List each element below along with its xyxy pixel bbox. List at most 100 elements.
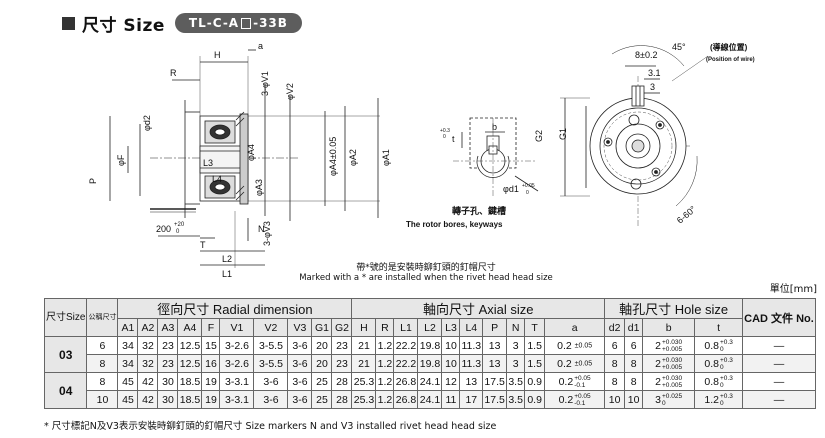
- cell-A2: 32: [137, 354, 159, 373]
- cell-H: 21: [351, 354, 377, 373]
- cell-L1: 22.2: [393, 354, 419, 373]
- rivet-note: 帶*號的是安裝時鉚釘頭的釘帽尺寸 Marked with a * are ins…: [296, 260, 556, 283]
- cell-A1: 45: [117, 372, 139, 391]
- label-a: a: [258, 41, 263, 51]
- col-a: a: [544, 318, 606, 337]
- col-A1: A1: [117, 318, 139, 337]
- cell-G2: 23: [331, 354, 353, 373]
- label-tol200: +20: [174, 222, 185, 228]
- cell-L3: 10: [441, 336, 461, 355]
- cell-A4: 18.5: [177, 390, 203, 409]
- cell-A1: 34: [117, 336, 139, 355]
- hdr-model: 公稱尺寸: [86, 298, 119, 337]
- label-t: t: [452, 134, 455, 144]
- cell-V1: 3-3.1: [219, 372, 255, 391]
- drawing-svg: H a R 3-φV1 φV2 φd2 φF P φA4 φA3 φA4±0.0…: [88, 41, 755, 279]
- cell-V1: 3-2.6: [219, 336, 255, 355]
- size-cell: 04: [43, 372, 88, 409]
- col-V1: V1: [219, 318, 255, 337]
- label-phiA1: φA1: [381, 149, 391, 166]
- cell-L4: 13: [459, 372, 484, 391]
- nominal-cell: 8: [86, 372, 119, 391]
- cell-L3: 10: [441, 354, 461, 373]
- col-A3: A3: [157, 318, 179, 337]
- cell-L3: 12: [441, 372, 461, 391]
- wire-caption-zh: (導線位置): [710, 42, 748, 52]
- cell-A2: 42: [137, 390, 159, 409]
- model-badge: TL-C-A -33B: [174, 13, 302, 33]
- label-tol-t0: 0: [443, 134, 446, 140]
- cell-A3: 23: [157, 354, 179, 373]
- cell-N: 3.5: [506, 372, 526, 391]
- col-L2: L2: [417, 318, 443, 337]
- cell-V2: 3-5.5: [253, 336, 289, 355]
- cell-cad: —: [742, 354, 816, 373]
- cell-A2: 42: [137, 372, 159, 391]
- cell-L4: 11.3: [459, 354, 484, 373]
- cell-d2: 10: [604, 390, 626, 409]
- label-G1: G1: [558, 128, 568, 140]
- col-L3: L3: [441, 318, 461, 337]
- col-T: T: [524, 318, 546, 337]
- cell-A4: 12.5: [177, 336, 203, 355]
- rotor-caption-en: The rotor bores, keyways: [406, 220, 503, 229]
- col-A2: A2: [137, 318, 159, 337]
- cell-N: 3: [506, 354, 526, 373]
- model-prefix: TL-C-A: [188, 16, 240, 30]
- col-P: P: [482, 318, 508, 337]
- cell-L1: 26.8: [393, 372, 419, 391]
- hdr-cad: CAD 文件 No.: [742, 298, 816, 337]
- cell-G1: 20: [311, 354, 333, 373]
- cell-H: 21: [351, 336, 377, 355]
- cell-V1: 3-2.6: [219, 354, 255, 373]
- cell-cad: —: [742, 336, 816, 355]
- label-phiA4tol: φA4±0.05: [328, 137, 338, 176]
- cell-d2: 6: [604, 336, 626, 355]
- cell-a: 0.2 ±0.05: [544, 336, 606, 355]
- cell-A4: 12.5: [177, 354, 203, 373]
- label-dim3: 3: [650, 82, 655, 92]
- cell-R: 1.2: [375, 390, 395, 409]
- cell-N: 3: [506, 336, 526, 355]
- cell-A3: 30: [157, 390, 179, 409]
- spec-table: 尺寸Size 公稱尺寸 徑向尺寸 Radial dimension 軸向尺寸 A…: [43, 298, 816, 409]
- section-header: 尺寸 Size TL-C-A -33B: [62, 10, 302, 36]
- rotor-caption-zh: 轉子孔、鍵槽: [452, 205, 506, 216]
- hdr-radial: 徑向尺寸 Radial dimension: [117, 298, 353, 319]
- cell-A3: 23: [157, 336, 179, 355]
- col-t: t: [694, 318, 744, 337]
- hdr-size: 尺寸Size: [43, 298, 88, 337]
- label-L1: L1: [222, 269, 232, 279]
- cell-V3: 3-6: [287, 390, 313, 409]
- label-H: H: [214, 50, 221, 60]
- label-phiA4: φA4: [246, 144, 256, 161]
- cell-b: 2+0.030+0.005: [642, 372, 696, 391]
- label-tol-d1a: +0.05: [522, 183, 535, 189]
- col-V3: V3: [287, 318, 313, 337]
- label-dim660: 6-60°: [675, 204, 698, 226]
- front-view: [560, 45, 709, 226]
- section-title: 尺寸 Size: [82, 15, 165, 36]
- cell-L2: 24.1: [417, 390, 443, 409]
- cell-V2: 3-6: [253, 390, 289, 409]
- label-dim8: 8±0.2: [635, 50, 657, 60]
- col-L1: L1: [393, 318, 419, 337]
- cell-L4: 17: [459, 390, 484, 409]
- footnote: * 尺寸標記N及V3表示安裝時鉚釘頭的釘帽尺寸 Size markers N a…: [44, 421, 497, 432]
- col-A4: A4: [177, 318, 203, 337]
- cell-L1: 22.2: [393, 336, 419, 355]
- cell-G1: 25: [311, 390, 333, 409]
- cell-d2: 8: [604, 372, 626, 391]
- cell-V2: 3-6: [253, 372, 289, 391]
- wire-caption-en: (Position of wire): [706, 57, 755, 63]
- cell-G2: 23: [331, 336, 353, 355]
- cell-L1: 26.8: [393, 390, 419, 409]
- cell-P: 17.5: [482, 372, 508, 391]
- cell-cad: —: [742, 390, 816, 409]
- table-header-row-2: A1 A2 A3 A4 F V1 V2 V3 G1 G2 H R L1 L2 L…: [45, 318, 816, 337]
- cell-H: 25.3: [351, 372, 377, 391]
- cell-A1: 34: [117, 354, 139, 373]
- label-phiV2: φV2: [285, 83, 295, 100]
